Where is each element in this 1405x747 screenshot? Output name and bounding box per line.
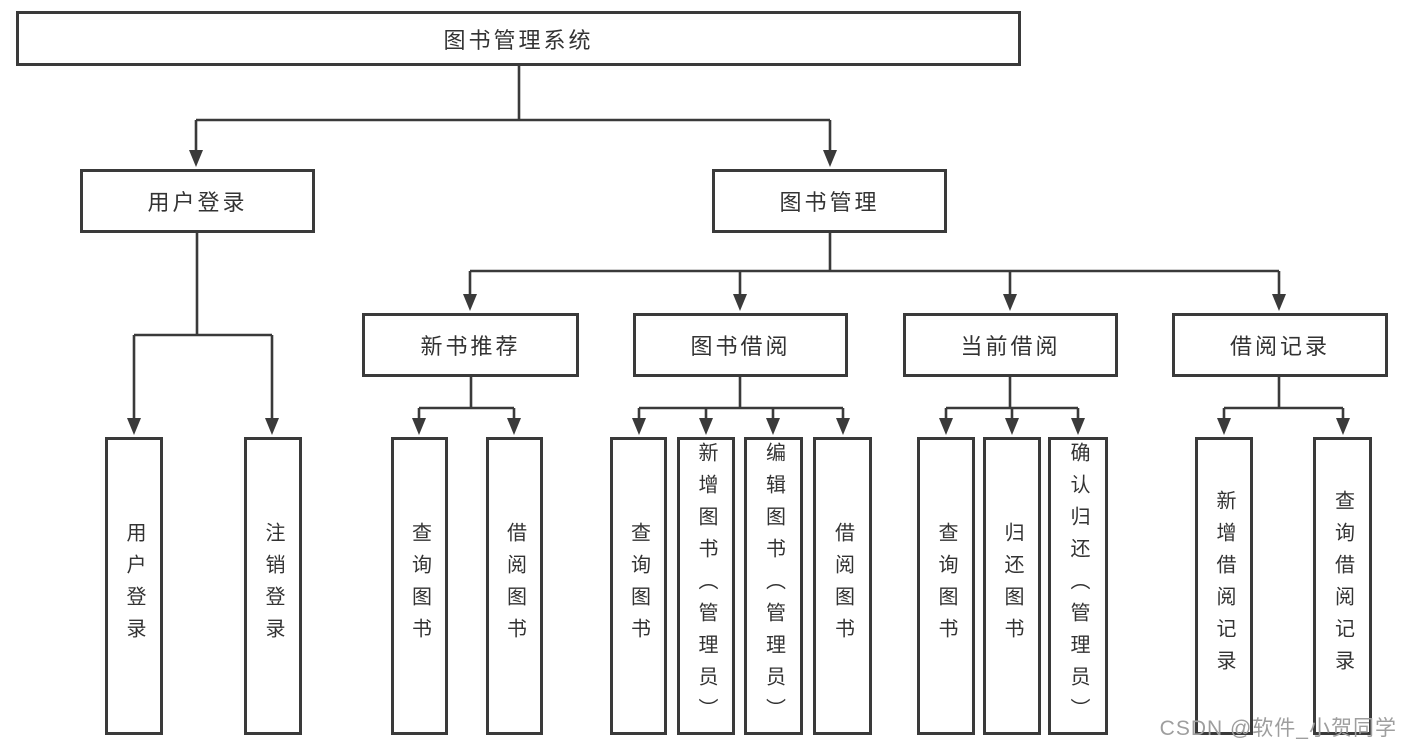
- node-label: 图书借阅: [690, 334, 791, 359]
- edge-borrow-records-to-leaves: [1222, 377, 1345, 420]
- leaf-label: 借阅图书: [831, 522, 854, 650]
- arrowhead: [1272, 294, 1286, 311]
- arrowhead: [507, 418, 521, 435]
- edge-new-book-rec-to-leaves: [417, 377, 516, 420]
- node-book-borrowing: 图书借阅: [633, 313, 848, 377]
- leaf-query-books-borrowing: 查询图书: [610, 437, 667, 735]
- leaf-edit-book-admin: 编辑图书（管理员）: [744, 437, 803, 735]
- leaf-label: 新增图书（管理员）: [695, 442, 717, 730]
- arrowhead: [766, 418, 780, 435]
- arrowhead: [127, 418, 141, 435]
- arrowhead: [412, 418, 426, 435]
- node-label: 图书管理系统: [443, 27, 594, 53]
- arrowhead: [836, 418, 850, 435]
- leaf-borrow-books-recommend: 借阅图书: [486, 437, 543, 735]
- leaf-user-login: 用户登录: [105, 437, 163, 735]
- arrowhead: [939, 418, 953, 435]
- arrowhead: [1071, 418, 1085, 435]
- edge-book-mgmt-to-level3: [468, 233, 1281, 296]
- leaf-query-books-current: 查询图书: [917, 437, 975, 735]
- arrowhead: [463, 294, 477, 311]
- node-label: 图书管理: [779, 190, 880, 215]
- leaf-return-book: 归还图书: [983, 437, 1041, 735]
- csdn-watermark: CSDN @软件_小贺同学: [1159, 717, 1397, 740]
- node-user-login: 用户登录: [80, 169, 315, 233]
- leaf-label: 注销登录: [262, 522, 284, 650]
- leaf-borrow-books: 借阅图书: [813, 437, 872, 735]
- node-label: 借阅记录: [1229, 334, 1330, 359]
- leaf-label: 查询图书: [408, 522, 431, 650]
- edge-root-to-level2: [194, 66, 832, 152]
- arrowhead: [1005, 418, 1019, 435]
- leaf-add-borrow-record: 新增借阅记录: [1195, 437, 1253, 735]
- leaf-label: 确认归还（管理员）: [1067, 442, 1089, 730]
- leaf-label: 借阅图书: [503, 522, 526, 650]
- edge-current-borrow-to-leaves: [944, 377, 1080, 420]
- arrowhead: [1003, 294, 1017, 311]
- leaf-query-borrow-record: 查询借阅记录: [1313, 437, 1372, 735]
- arrowhead: [189, 150, 203, 167]
- arrowhead: [823, 150, 837, 167]
- node-label: 当前借阅: [960, 334, 1061, 359]
- leaf-label: 查询借阅记录: [1331, 490, 1354, 682]
- leaf-logout: 注销登录: [244, 437, 302, 735]
- leaf-label: 新增借阅记录: [1213, 490, 1235, 682]
- arrowhead: [699, 418, 713, 435]
- leaf-label: 用户登录: [123, 522, 145, 650]
- node-new-book-recommend: 新书推荐: [362, 313, 579, 377]
- leaf-query-books-recommend: 查询图书: [391, 437, 448, 735]
- leaf-label: 查询图书: [627, 522, 650, 650]
- node-book-management: 图书管理: [712, 169, 947, 233]
- leaf-label: 编辑图书（管理员）: [762, 442, 785, 730]
- edge-user-login-to-leaves: [132, 233, 274, 420]
- leaf-label: 归还图书: [1001, 522, 1023, 650]
- edge-book-borrow-to-leaves: [637, 377, 845, 420]
- arrowhead: [733, 294, 747, 311]
- arrowhead: [265, 418, 279, 435]
- leaf-label: 查询图书: [935, 522, 957, 650]
- arrowhead: [632, 418, 646, 435]
- node-current-borrowing: 当前借阅: [903, 313, 1118, 377]
- node-borrow-records: 借阅记录: [1172, 313, 1388, 377]
- arrowhead: [1217, 418, 1231, 435]
- node-library-system-root: 图书管理系统: [16, 11, 1021, 66]
- leaf-confirm-return-admin: 确认归还（管理员）: [1048, 437, 1108, 735]
- arrowhead: [1336, 418, 1350, 435]
- node-label: 用户登录: [147, 190, 248, 215]
- leaf-add-book-admin: 新增图书（管理员）: [677, 437, 735, 735]
- node-label: 新书推荐: [420, 334, 521, 359]
